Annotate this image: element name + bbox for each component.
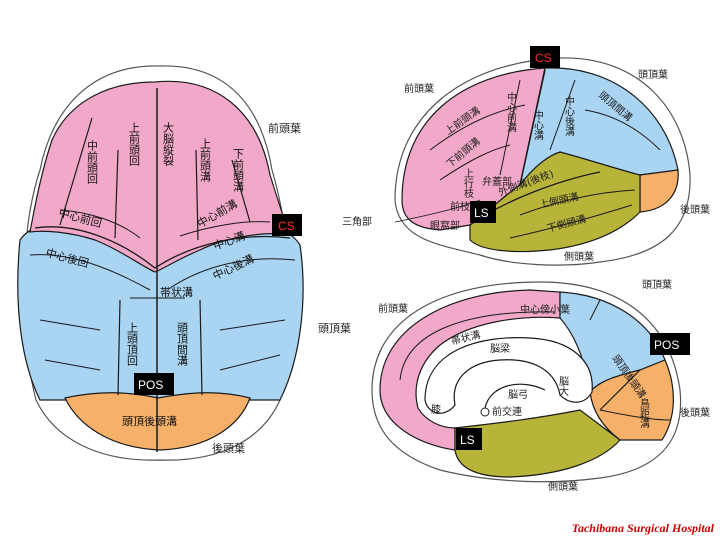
top-sulcus-line xyxy=(44,359,101,371)
medial-ls-tag xyxy=(456,428,482,450)
credit-text: Tachibana Surgical Hospital xyxy=(571,521,714,535)
lateral-sulcus-line xyxy=(584,109,661,151)
medial-ls-tag-text: LS xyxy=(460,433,475,447)
top-lobe-occipital: 後頭葉 xyxy=(212,441,245,455)
top-lobe-frontal: 前頭葉 xyxy=(268,121,301,135)
lateral-sulcus-line xyxy=(549,79,576,151)
medial-lobe-occipital: 後頭葉 xyxy=(680,406,710,419)
medial-cingulate-sulcus xyxy=(399,311,556,381)
medial-sulcus-line xyxy=(589,299,601,321)
top-sulcus-line xyxy=(169,258,296,289)
medial-label-corpus-callosum: 脳梁 xyxy=(490,342,510,355)
lateral-view: 上前頭溝 下前頭溝 中心前溝 中心溝 中心後溝 頭頂間溝 上行枝 弁蓋部 外側溝… xyxy=(342,46,710,266)
lateral-lobe-parietal: 頭頂葉 xyxy=(638,68,668,81)
top-label-longitudinal-fissure: 大脳縦裂 xyxy=(162,121,175,167)
top-sulcus-line xyxy=(59,117,93,226)
lateral-cs-tag-text: CS xyxy=(535,51,552,65)
lateral-sulcus-line xyxy=(439,144,511,181)
medial-lobe-temporal: 側頭葉 xyxy=(548,480,578,493)
medial-parieto-occipital-sulcus xyxy=(599,369,641,411)
top-label-superior-parietal: 上頭頂回 xyxy=(126,322,139,366)
medial-calcarine-sulcus xyxy=(599,409,671,421)
top-sulcus-line xyxy=(29,254,151,291)
medial-label-paracentral: 中心傍小葉 xyxy=(520,303,570,316)
top-cs-tag-text: CS xyxy=(278,219,295,233)
lateral-lobe-occipital: 後頭葉 xyxy=(680,203,710,216)
top-sulcus-line xyxy=(179,221,271,237)
lateral-ls-tag-text: LS xyxy=(474,206,489,220)
medial-dura-outline xyxy=(371,281,682,483)
top-central-sulcus xyxy=(34,226,291,269)
medial-lobe-parietal: 頭頂葉 xyxy=(642,278,672,291)
top-sulcus-line xyxy=(59,209,141,239)
lateral-occipital-region xyxy=(639,169,679,213)
top-view-dura-outline xyxy=(23,65,292,461)
medial-pos-tag-text: POS xyxy=(654,338,679,352)
top-label-cingulate-sulcus: 帯状溝 xyxy=(160,285,193,299)
medial-label-cerebral-peduncle: 脳大 xyxy=(557,376,569,397)
lateral-central-sulcus xyxy=(519,69,546,186)
lateral-sulcus-line xyxy=(499,79,521,176)
medial-lobe-frontal: 前頭葉 xyxy=(378,302,408,315)
top-pos-tag-text: POS xyxy=(138,378,163,392)
medial-label-fornix: 脳弓 xyxy=(508,389,528,401)
lateral-label-central-sulcus: 中心溝 xyxy=(532,109,544,141)
top-view: 中前頭回 上前頭回 大脳縦裂 上前頭溝 下前頭溝 上頭頂回 頭頂間溝 中心前溝 … xyxy=(17,65,351,461)
top-sulcus-line xyxy=(199,299,203,396)
lateral-label-opercular: 弁蓋部 xyxy=(482,175,512,188)
medial-temporal-region xyxy=(454,409,621,478)
medial-corpus-callosum xyxy=(424,337,593,414)
lateral-label-precentral-sulcus: 中心前溝 xyxy=(505,91,517,133)
top-label-inferior-frontal-sulcus: 下前頭溝 xyxy=(232,148,245,193)
medial-view: 中心傍小葉 帯状溝 脳梁 脳弓 脳大 膝 前交連 頭頂後頭溝 鳥距溝 前頭葉 頭… xyxy=(371,278,710,493)
lateral-dura-outline xyxy=(394,57,691,266)
lateral-sulcus-line xyxy=(429,104,526,151)
top-sulcus-line xyxy=(39,319,101,331)
top-sulcus-line xyxy=(231,159,251,223)
medial-pos-tag xyxy=(650,333,690,355)
medial-anterior-commissure xyxy=(480,407,490,417)
medial-label-anterior-commissure: 前交連 xyxy=(492,405,522,418)
top-lobe-parietal: 頭頂葉 xyxy=(318,321,351,335)
top-label-middle-frontal: 中前頭回 xyxy=(86,140,99,184)
lateral-lobe-frontal: 前頭葉 xyxy=(404,82,434,95)
top-sulcus-line xyxy=(219,354,281,371)
lateral-label-anterior-ramus: 前枝 xyxy=(450,200,470,213)
medial-label-genu: 膝 xyxy=(429,403,441,415)
top-label-parieto-occipital-sulcus: 頭頂後頭溝 xyxy=(122,414,177,428)
lateral-sulcus-line xyxy=(519,189,636,216)
lateral-label-orbital: 眼窩部 xyxy=(430,219,460,232)
medial-label-calcarine: 鳥距溝 xyxy=(638,397,650,429)
lateral-cs-tag xyxy=(530,46,560,68)
top-label-intraparietal-sulcus: 頭頂間溝 xyxy=(176,322,189,367)
lateral-label-ascending-ramus: 上行枝 xyxy=(462,168,474,199)
top-cs-tag xyxy=(272,214,302,236)
lateral-lobe-temporal: 側頭葉 xyxy=(564,250,594,263)
top-label-superior-frontal-sulcus: 上前頭溝 xyxy=(199,138,212,183)
top-sulcus-line xyxy=(195,149,199,241)
lateral-label-triangular: 三角部 xyxy=(342,215,372,228)
top-label-superior-frontal: 上前頭回 xyxy=(128,122,141,166)
top-pos-tag xyxy=(134,373,174,395)
medial-frontal-region xyxy=(379,289,561,451)
lateral-sulcus-line xyxy=(509,204,633,239)
medial-occipital-region xyxy=(589,359,674,441)
top-sulcus-line xyxy=(117,299,121,396)
lateral-ls-tag xyxy=(470,201,496,223)
lateral-temporal-region xyxy=(469,151,641,253)
medial-fornix xyxy=(484,383,546,409)
top-sulcus-line xyxy=(219,319,286,331)
lateral-label-postcentral-sulcus: 中心後溝 xyxy=(563,95,575,137)
